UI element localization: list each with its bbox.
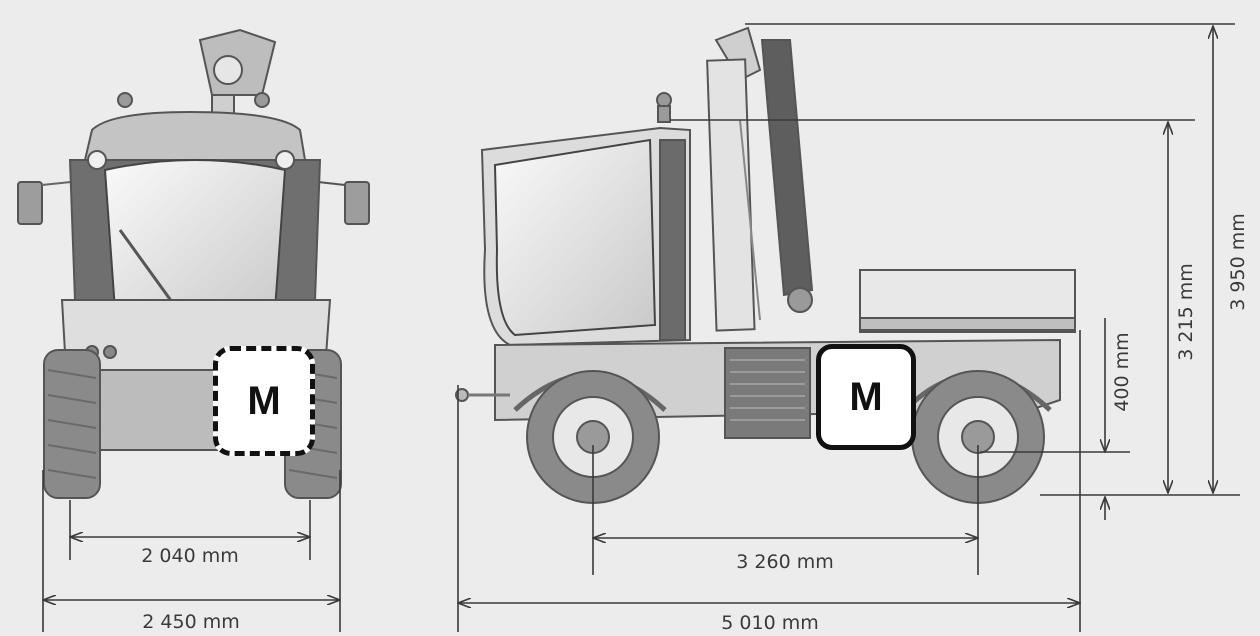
front-headlight-right: [275, 150, 295, 170]
front-roof: [83, 110, 307, 161]
side-crane-boom: [706, 26, 814, 332]
label-front-track: 2 040 mm: [141, 545, 238, 567]
label-overall-length: 5 010 mm: [721, 612, 818, 634]
side-cab-pillar: [659, 139, 686, 341]
label-clearance: 400 mm: [1111, 332, 1133, 411]
front-mirror-right: [344, 181, 370, 225]
front-mirror-left: [17, 181, 43, 225]
label-cab-height: 3 215 mm: [1175, 263, 1197, 360]
label-wheelbase: 3 260 mm: [736, 551, 833, 573]
side-marker-m: M: [816, 344, 916, 450]
side-engine-cover: [724, 347, 811, 439]
label-crane-height: 3 950 mm: [1227, 213, 1249, 310]
label-front-width: 2 450 mm: [142, 611, 239, 633]
front-windscreen: [103, 159, 287, 321]
side-cab-window: [493, 138, 657, 337]
front-crane-head: [198, 28, 277, 126]
front-marker-m: M: [213, 346, 315, 456]
front-headlight-left: [87, 150, 107, 170]
front-beacon-left: [117, 92, 133, 108]
front-view-vehicle: [17, 28, 370, 499]
front-beacon-right: [254, 92, 270, 108]
side-beacon: [656, 92, 672, 108]
side-view-vehicle: [455, 26, 1076, 504]
